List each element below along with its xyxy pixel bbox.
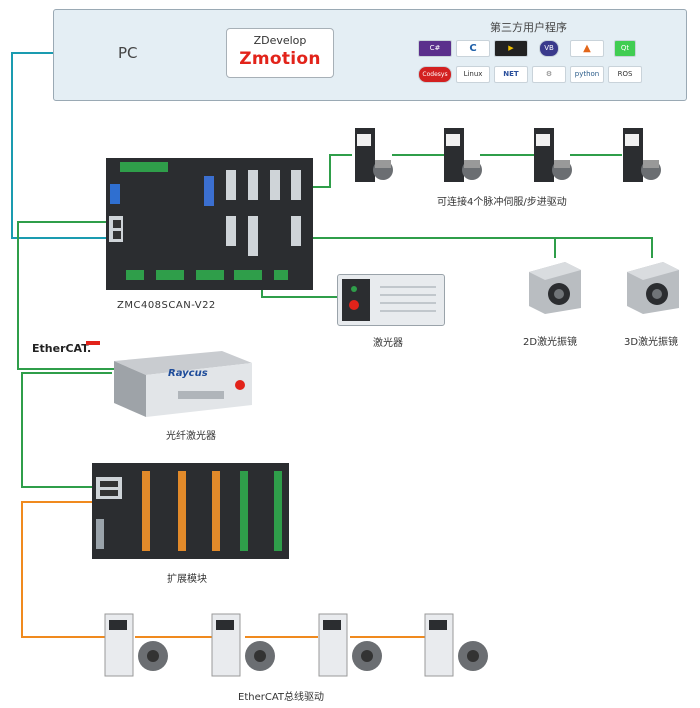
pulse-drives-label: 可连接4个脉冲伺服/步进驱动 bbox=[437, 197, 567, 208]
servo-drive-icon bbox=[534, 128, 572, 182]
python-snake-icon: ⚙ bbox=[532, 66, 566, 83]
vb-icon: VB bbox=[539, 40, 559, 57]
servo-drive-icon bbox=[318, 613, 382, 677]
ethercat-logo: EtherCAT. bbox=[32, 342, 92, 355]
galvo-cable bbox=[288, 237, 653, 258]
qt-icon: Qt bbox=[614, 40, 636, 57]
ethercat-logo-arrow-icon bbox=[86, 341, 100, 345]
third-party-title: 第三方用户程序 bbox=[490, 21, 567, 34]
servo-drive-icon bbox=[104, 613, 168, 677]
ethercat-drives-label: EtherCAT总线驱动 bbox=[238, 692, 324, 703]
ethercat-bus-drives bbox=[21, 501, 105, 638]
laser-source-icon bbox=[342, 279, 436, 321]
linux-icon: Linux bbox=[456, 66, 490, 83]
codesys-icon: Codesys bbox=[418, 66, 452, 83]
ethercat-drive-1[interactable] bbox=[103, 612, 173, 678]
zmotion-brand: Zmotion bbox=[239, 49, 321, 69]
galvo-3d[interactable] bbox=[623, 258, 683, 316]
galvo-icon bbox=[627, 262, 679, 314]
expansion-label: 扩展模块 bbox=[167, 574, 207, 585]
galvo-3d-label: 3D激光振镜 bbox=[624, 337, 679, 348]
fiber-laser-icon bbox=[114, 351, 252, 417]
galvo-2d-label: 2D激光振镜 bbox=[523, 337, 578, 348]
zdevelop-name: ZDevelop bbox=[253, 34, 307, 47]
servo-drive-icon bbox=[623, 128, 661, 182]
ethercat-drive-2[interactable] bbox=[210, 612, 280, 678]
ethercat-cable-expansion bbox=[21, 372, 112, 488]
expansion-icon bbox=[92, 463, 289, 559]
servo-drive-icon bbox=[444, 128, 482, 182]
matlab-icon: ▲ bbox=[570, 40, 604, 57]
fiber-laser-label: 光纤激光器 bbox=[166, 431, 216, 442]
fiber-laser[interactable] bbox=[112, 347, 254, 419]
pc-ethernet-cable bbox=[11, 52, 108, 239]
zdevelop-logo[interactable]: ZDevelop Zmotion bbox=[226, 28, 334, 78]
controller-icon bbox=[106, 158, 313, 290]
ros-icon: ROS bbox=[608, 66, 642, 83]
galvo-icon bbox=[529, 262, 581, 314]
servo-drive-icon bbox=[424, 613, 488, 677]
dotnet-icon: NET bbox=[494, 66, 528, 83]
cplusplus-icon: C bbox=[456, 40, 490, 57]
ethercat-drive-4[interactable] bbox=[423, 612, 493, 678]
controller-unit[interactable] bbox=[106, 158, 313, 290]
python-icon: python bbox=[570, 66, 604, 83]
csharp-icon: C# bbox=[418, 40, 452, 57]
pulse-drive-2[interactable] bbox=[442, 126, 482, 186]
fiber-brand: Raycus bbox=[168, 368, 208, 379]
pulse-drive-1[interactable] bbox=[353, 126, 393, 186]
pc-label: PC bbox=[118, 44, 138, 62]
controller-label: ZMC408SCAN-V22 bbox=[117, 300, 216, 311]
labview-icon: ▶ bbox=[494, 40, 528, 57]
laser-label: 激光器 bbox=[373, 338, 403, 349]
ethercat-cable-laser bbox=[17, 221, 118, 370]
servo-drive-icon bbox=[355, 128, 393, 182]
pulse-drive-3[interactable] bbox=[532, 126, 572, 186]
servo-drive-icon bbox=[211, 613, 275, 677]
laser-source[interactable] bbox=[337, 274, 445, 326]
galvo-2d[interactable] bbox=[525, 258, 585, 316]
expansion-module[interactable] bbox=[92, 463, 289, 559]
pulse-drive-4[interactable] bbox=[621, 126, 661, 186]
ethercat-drive-3[interactable] bbox=[317, 612, 387, 678]
